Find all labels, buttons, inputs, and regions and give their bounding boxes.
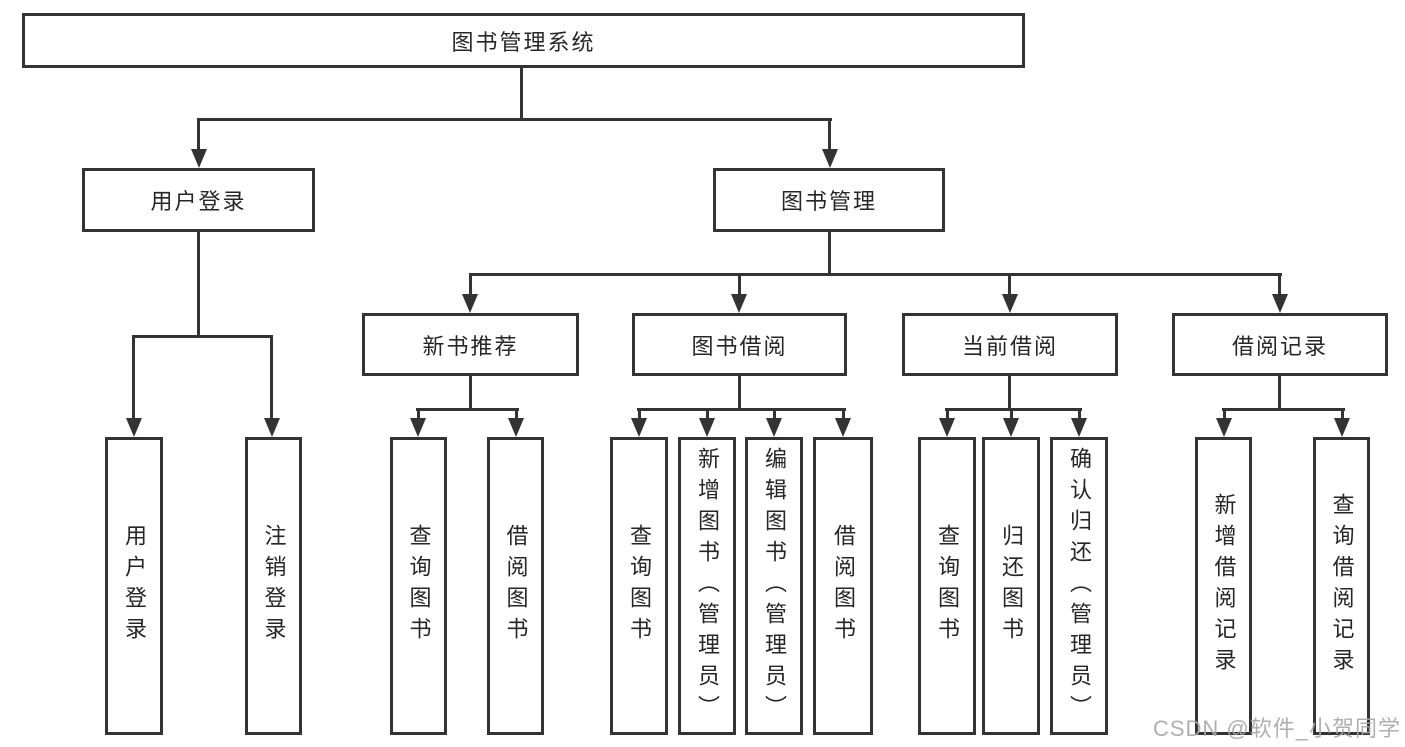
- csdn-watermark: CSDN @软件_小贺同学: [1152, 716, 1401, 741]
- connector-branch-line: [638, 408, 641, 421]
- connector-branch-line: [1008, 273, 1011, 296]
- leaf-query-books-current: 查询图书: [918, 437, 976, 735]
- arrow-down-icon: [1002, 294, 1018, 313]
- leaf-label: 查询借阅记录: [1329, 493, 1355, 679]
- connector-stem: [738, 376, 741, 408]
- leaf-label: 用户登录: [122, 524, 147, 648]
- connector-branch-line: [706, 408, 709, 421]
- leaf-label: 归还图书: [999, 524, 1024, 648]
- node-borrow-records-label: 借阅记录: [1231, 333, 1328, 359]
- leaf-query-books-borrow: 查询图书: [610, 437, 668, 735]
- node-user-login-label: 用户登录: [150, 189, 247, 214]
- connector-branch-line: [197, 118, 200, 151]
- connector-branch-line: [946, 408, 949, 421]
- connector-branch-line: [1010, 408, 1013, 421]
- arrow-down-icon: [835, 418, 851, 437]
- node-current-borrow: 当前借阅: [902, 313, 1118, 376]
- node-book-management: 图书管理: [713, 168, 945, 232]
- arrow-down-icon: [410, 418, 426, 437]
- arrow-down-icon: [126, 418, 142, 437]
- arrow-down-icon: [1334, 418, 1350, 437]
- arrow-down-icon: [699, 418, 715, 437]
- connector-level2-hline: [197, 118, 832, 121]
- connector-branch-line: [1223, 408, 1226, 421]
- connector-branch-line: [417, 408, 420, 421]
- arrow-down-icon: [191, 149, 207, 168]
- connector-book-mgmt-stem: [828, 232, 831, 273]
- arrow-down-icon: [766, 418, 782, 437]
- leaf-edit-books-admin: 编辑图书（管理员）: [745, 437, 803, 735]
- connector-hline: [637, 408, 846, 411]
- arrow-down-icon: [1272, 294, 1288, 313]
- leaf-confirm-return-admin: 确认归还（管理员）: [1050, 437, 1108, 735]
- node-book-management-label: 图书管理: [780, 189, 877, 214]
- node-root: 图书管理系统: [22, 13, 1025, 68]
- connector-root-stem: [520, 68, 523, 118]
- leaf-add-borrow-record: 新增借阅记录: [1195, 437, 1252, 735]
- connector-hline: [945, 408, 1082, 411]
- leaf-label: 查询图书: [627, 524, 652, 648]
- node-borrow-records: 借阅记录: [1172, 313, 1388, 376]
- leaf-logout: 注销登录: [245, 437, 302, 735]
- leaf-query-books-recommend: 查询图书: [390, 437, 447, 735]
- connector-user-login-hline: [132, 335, 273, 338]
- leaf-label: 借阅图书: [831, 524, 856, 648]
- connector-branch-line: [469, 273, 472, 296]
- leaf-label: 新增图书（管理员）: [695, 446, 720, 726]
- node-root-label: 图书管理系统: [451, 29, 596, 55]
- connector-branch-line: [132, 335, 135, 420]
- leaf-label: 查询图书: [935, 524, 960, 648]
- connector-hline: [1222, 408, 1345, 411]
- connector-level3-hline: [469, 273, 1282, 276]
- node-new-book-recommend: 新书推荐: [362, 313, 579, 376]
- arrow-down-icon: [939, 418, 955, 437]
- connector-branch-line: [738, 273, 741, 296]
- connector-branch-line: [842, 408, 845, 421]
- connector-stem: [1278, 376, 1281, 408]
- node-new-book-recommend-label: 新书推荐: [422, 333, 519, 359]
- connector-branch-line: [515, 408, 518, 421]
- leaf-query-borrow-record: 查询借阅记录: [1313, 437, 1370, 735]
- arrow-down-icon: [264, 418, 280, 437]
- node-book-borrow: 图书借阅: [632, 313, 847, 376]
- leaf-borrow-books: 借阅图书: [813, 437, 873, 735]
- leaf-borrow-books-recommend: 借阅图书: [487, 437, 544, 735]
- connector-branch-line: [828, 118, 831, 151]
- connector-branch-line: [270, 335, 273, 420]
- node-book-borrow-label: 图书借阅: [691, 333, 788, 359]
- leaf-add-books-admin: 新增图书（管理员）: [678, 437, 736, 735]
- connector-branch-line: [1078, 408, 1081, 421]
- arrow-down-icon: [1216, 418, 1232, 437]
- arrow-down-icon: [631, 418, 647, 437]
- leaf-label: 查询图书: [406, 524, 432, 648]
- leaf-user-login: 用户登录: [105, 437, 163, 735]
- leaf-label: 注销登录: [261, 524, 287, 648]
- arrow-down-icon: [1071, 418, 1087, 437]
- connector-stem: [1008, 376, 1011, 408]
- connector-stem: [469, 376, 472, 408]
- arrow-down-icon: [462, 294, 478, 313]
- arrow-down-icon: [508, 418, 524, 437]
- arrow-down-icon: [731, 294, 747, 313]
- leaf-label: 编辑图书（管理员）: [762, 446, 787, 726]
- arrow-down-icon: [1003, 418, 1019, 437]
- leaf-return-books: 归还图书: [982, 437, 1040, 735]
- arrow-down-icon: [822, 149, 838, 168]
- connector-branch-line: [1341, 408, 1344, 421]
- node-user-login: 用户登录: [82, 168, 315, 232]
- connector-user-login-stem: [197, 232, 200, 335]
- node-current-borrow-label: 当前借阅: [961, 333, 1058, 359]
- connector-branch-line: [773, 408, 776, 421]
- connector-hline: [416, 408, 519, 411]
- connector-branch-line: [1278, 273, 1281, 296]
- leaf-label: 确认归还（管理员）: [1067, 446, 1092, 726]
- leaf-label: 借阅图书: [503, 524, 529, 648]
- leaf-label: 新增借阅记录: [1211, 493, 1237, 679]
